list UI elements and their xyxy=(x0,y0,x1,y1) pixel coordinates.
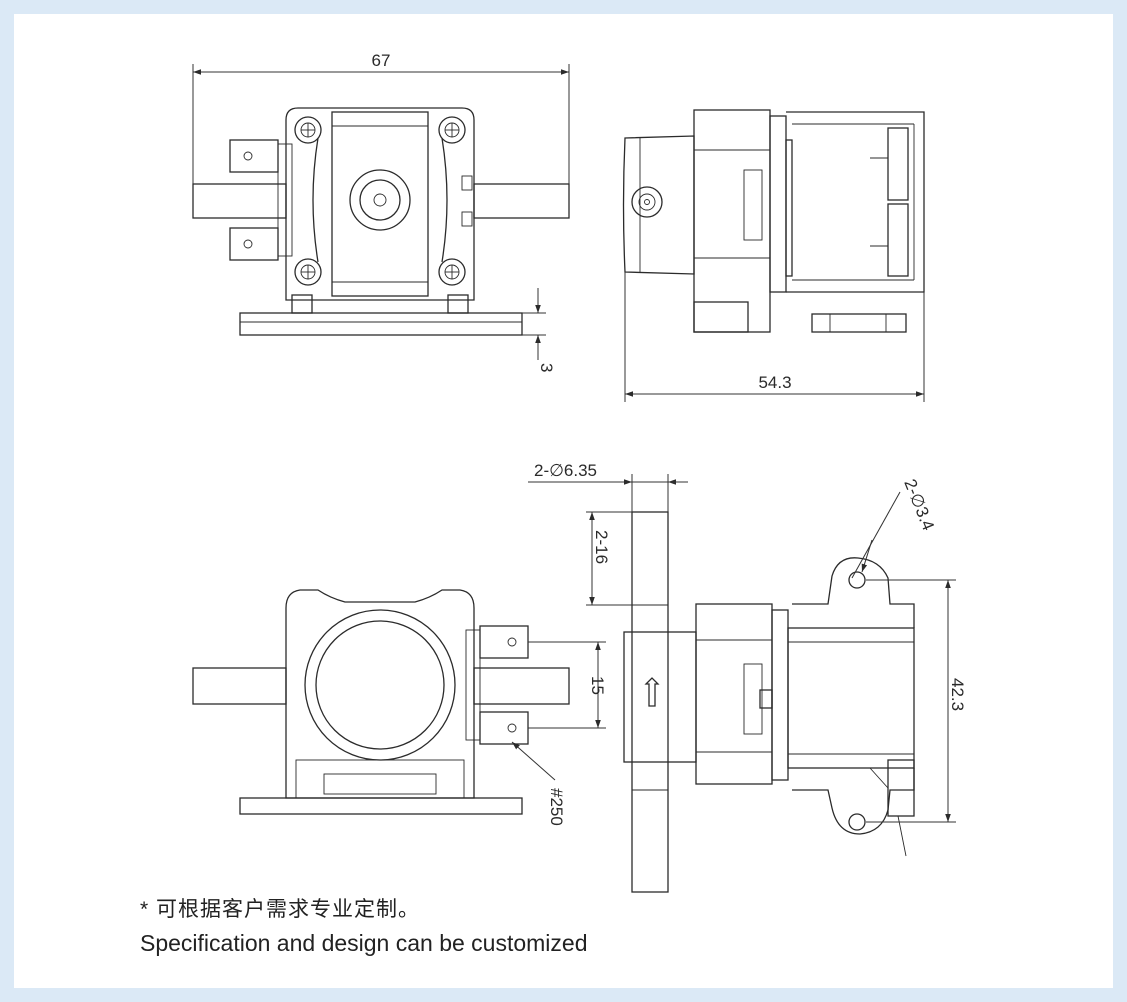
leader-hole-diameter: 2-∅3.4 xyxy=(851,476,938,579)
dimension-tube-diameter: 2-∅6.35 xyxy=(528,461,688,512)
dimension-mount-spacing: 42.3 xyxy=(866,579,967,823)
dim-label-250: #250 xyxy=(547,788,566,826)
dim-label-15: 15 xyxy=(588,676,607,695)
dim-label-54-3: 54.3 xyxy=(758,373,791,392)
dimension-top-width: 67 xyxy=(192,51,570,184)
drawing-panel xyxy=(14,14,1113,988)
dim-label-42-3: 42.3 xyxy=(948,678,967,711)
dim-label-67: 67 xyxy=(372,51,391,70)
dimension-side-length: 54.3 xyxy=(624,272,925,402)
dimension-tube-length: 2-16 xyxy=(586,511,632,606)
dimension-terminal-pitch: 15 xyxy=(528,641,607,729)
note-english: Specification and design can be customiz… xyxy=(140,930,588,956)
side-view xyxy=(622,109,925,333)
dimension-base-thickness: 3 xyxy=(522,288,556,372)
front-view xyxy=(192,107,570,336)
note-chinese: * 可根据客户需求专业定制。 xyxy=(140,898,421,921)
top-view xyxy=(623,511,915,893)
dim-label-hole-diameter: 2-∅3.4 xyxy=(900,476,938,533)
leader-terminal-size: #250 xyxy=(511,741,566,826)
dim-label-3: 3 xyxy=(537,363,556,372)
dim-label-tube-diameter: 2-∅6.35 xyxy=(534,461,597,480)
dim-label-tube-length: 2-16 xyxy=(592,530,611,564)
end-view xyxy=(192,589,570,815)
